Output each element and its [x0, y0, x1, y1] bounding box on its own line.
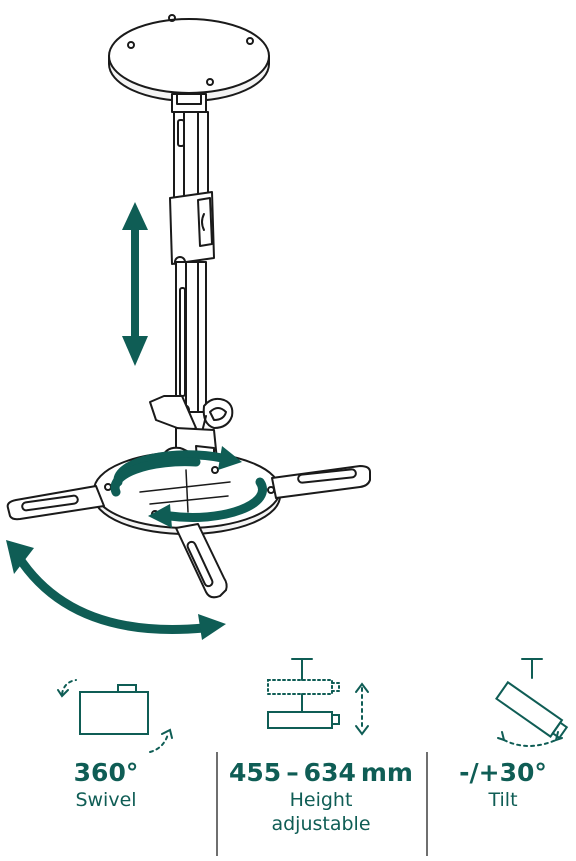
height-label-line1: Height	[289, 789, 353, 811]
height-adjust-arrow-icon	[122, 202, 148, 366]
feature-swivel: 360° Swivel	[0, 640, 212, 861]
swivel-arrow-icon	[110, 450, 268, 522]
feature-tilt: -/+30° Tilt	[430, 640, 576, 861]
projector-mount-illustration	[6, 14, 371, 640]
tilt-label: Tilt	[488, 789, 518, 811]
height-label: Height adjustable	[212, 788, 430, 836]
height-label-line2: adjustable	[271, 813, 371, 835]
bottom-arm	[175, 523, 228, 599]
swivel-icon	[57, 679, 173, 753]
upper-tube	[173, 111, 209, 201]
height-value: 455 – 634 mm	[229, 758, 413, 787]
feature-height: 455 – 634 mm Height adjustable	[212, 640, 430, 861]
right-arm	[271, 465, 371, 499]
height-icon	[267, 658, 369, 736]
feature-divider	[426, 752, 428, 856]
lower-tube	[175, 261, 207, 416]
swivel-value: 360°	[73, 758, 139, 787]
feature-divider	[216, 752, 218, 856]
clamp-section	[169, 191, 215, 268]
swivel-label: Swivel	[75, 789, 137, 811]
tilt-arc-arrow-icon	[6, 540, 226, 640]
ceiling-plate	[108, 14, 270, 102]
features-row: 360° Swivel 455 – 634 mm Height adjustab…	[0, 640, 576, 861]
tilt-value: -/+30°	[459, 758, 547, 787]
left-arm	[6, 485, 105, 521]
tilt-icon	[495, 658, 569, 747]
